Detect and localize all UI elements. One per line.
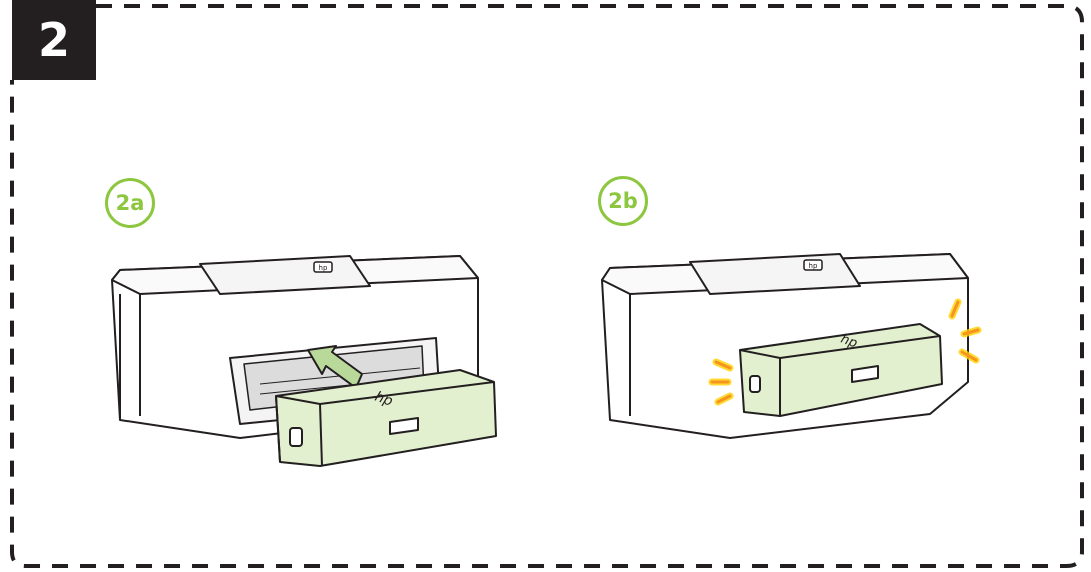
step-number: 2 [38, 13, 70, 67]
hp-logo-icon: hp [804, 260, 822, 270]
substep-label-2b: 2b [598, 176, 648, 226]
illustration-duplexer-seated: hp hp [590, 220, 1010, 460]
svg-text:hp: hp [319, 264, 328, 272]
hp-logo-icon: hp [314, 262, 332, 272]
illustration-insert-duplexer: hp hp [100, 234, 520, 474]
svg-text:hp: hp [809, 262, 818, 270]
step-number-badge: 2 [12, 0, 96, 80]
substep-label-2a: 2a [105, 178, 155, 228]
